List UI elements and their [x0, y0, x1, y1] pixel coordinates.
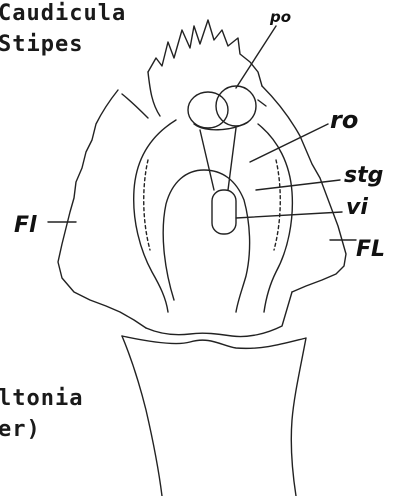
label-fl-right: FL — [356, 237, 385, 262]
leader-vi — [236, 212, 342, 218]
column-inner-right — [274, 160, 280, 250]
leader-stg — [256, 180, 340, 190]
leader-ro — [250, 124, 328, 162]
stigma-cavity — [163, 170, 249, 312]
label-fl-left: Fl — [14, 213, 37, 238]
lip-junction — [146, 292, 292, 337]
left-petal-outline — [58, 90, 146, 328]
pollinium-right — [216, 86, 256, 126]
small-mark — [258, 100, 266, 106]
lip-outline-left — [122, 336, 162, 496]
label-stg: stg — [344, 163, 383, 188]
label-po: po — [269, 8, 291, 26]
label-vi: vi — [346, 195, 368, 220]
top-crest-outline — [148, 20, 262, 86]
lip-outline — [122, 336, 306, 496]
crest-left-edge — [148, 72, 160, 116]
column-inner-left — [144, 160, 150, 250]
label-ro: ro — [330, 106, 358, 134]
viscidium — [212, 190, 236, 234]
leader-po — [236, 26, 276, 88]
column-outline-right — [258, 124, 292, 312]
left-petal-inner — [122, 94, 148, 118]
stipe — [200, 128, 236, 190]
pollinium-left — [188, 92, 228, 128]
